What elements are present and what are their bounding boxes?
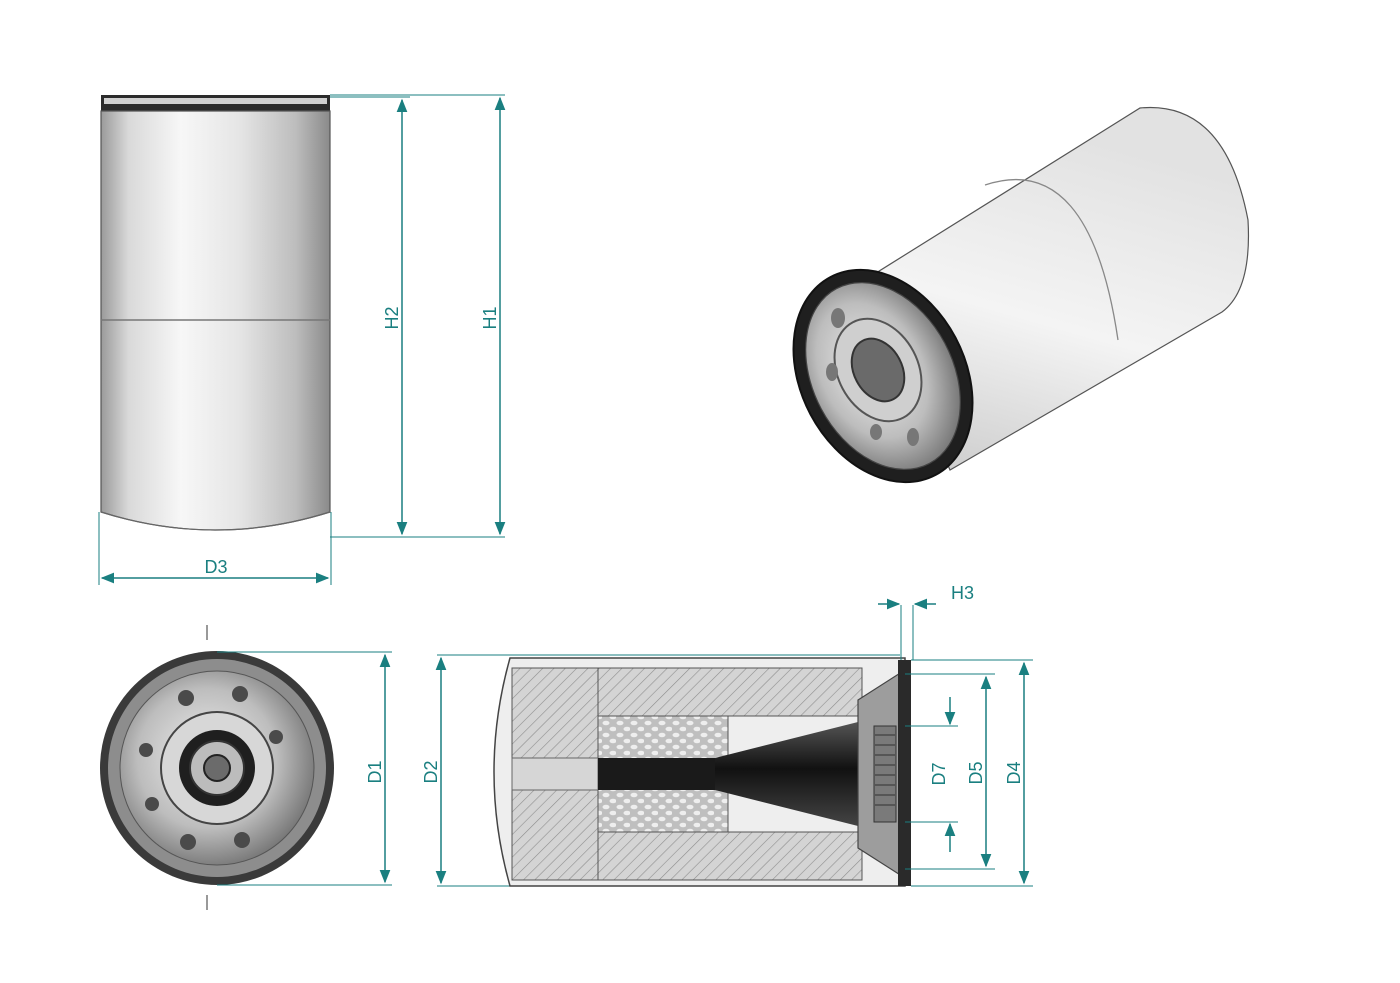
dimension-label-d2: D2	[421, 760, 441, 783]
dimension-label-h1: H1	[480, 306, 500, 329]
end-view-center-port	[203, 754, 231, 782]
section-view	[493, 657, 911, 887]
dimension-h2: H2	[330, 96, 505, 538]
central-cone	[715, 722, 858, 826]
section-gasket	[898, 660, 911, 886]
end-view	[100, 625, 334, 910]
dimension-label-d3: D3	[204, 557, 227, 577]
dimension-d7: D7	[905, 697, 958, 852]
dimension-label-d4: D4	[1004, 761, 1024, 784]
isometric-view	[792, 106, 1250, 484]
end-cap-hatched	[511, 667, 599, 759]
dimension-label-d7: D7	[929, 762, 949, 785]
dimension-d2: D2	[421, 654, 900, 887]
dimension-d5: D5	[905, 673, 995, 870]
dimension-d1: D1	[217, 651, 392, 886]
dimension-d4: D4	[911, 659, 1033, 887]
dimension-label-h3: H3	[951, 583, 974, 603]
dimension-d3: D3	[98, 512, 332, 585]
filter-media-hatched	[597, 667, 863, 717]
dimension-label-h2: H2	[382, 306, 402, 329]
dimension-h3: H3	[878, 583, 974, 660]
dimension-label-d5: D5	[966, 761, 986, 784]
front-view	[100, 95, 331, 531]
iso-thread-port	[850, 337, 906, 403]
dimension-h1: H1	[330, 94, 506, 536]
dimension-label-d1: D1	[365, 760, 385, 783]
